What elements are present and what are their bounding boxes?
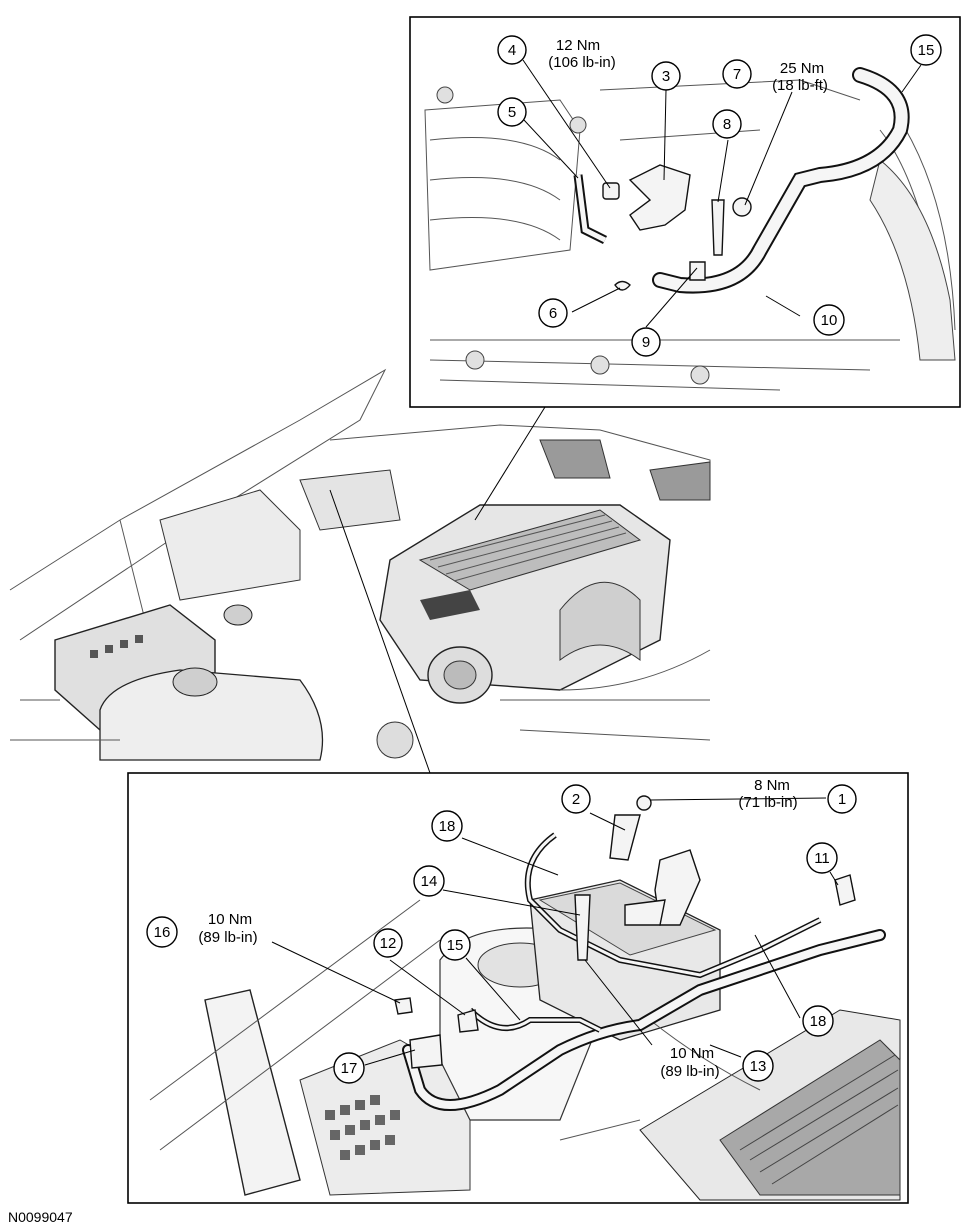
svg-text:12: 12 <box>380 935 397 952</box>
leader-lines <box>271 59 922 1066</box>
svg-text:17: 17 <box>341 1060 358 1077</box>
callout-2: 2 <box>561 784 591 814</box>
callout-4: 4 <box>497 35 527 65</box>
svg-text:16: 16 <box>154 924 171 941</box>
callout-10: 10 <box>813 304 845 336</box>
callout-17: 17 <box>333 1052 365 1084</box>
svg-text:15: 15 <box>447 937 464 954</box>
figure-id: N0099047 <box>8 1209 73 1225</box>
torque-7-metric: 25 Nm <box>780 60 824 77</box>
svg-text:7: 7 <box>733 66 741 83</box>
callout-3: 3 <box>651 61 681 91</box>
svg-text:4: 4 <box>508 42 516 59</box>
svg-text:8: 8 <box>723 116 731 133</box>
bottom-inset <box>127 772 909 1204</box>
torque-4-imperial: (106 lb-in) <box>548 54 616 71</box>
callout-5: 5 <box>497 97 527 127</box>
torque-7-imperial: (18 lb-ft) <box>772 77 828 94</box>
callout-6: 6 <box>538 298 568 328</box>
torque-13-imperial: (89 lb-in) <box>660 1063 719 1080</box>
svg-text:3: 3 <box>662 68 670 85</box>
svg-text:13: 13 <box>750 1058 767 1075</box>
svg-text:1: 1 <box>838 791 846 808</box>
torque-4-metric: 12 Nm <box>556 37 600 54</box>
callout-15-top: 15 <box>910 34 942 66</box>
callout-1: 1 <box>827 784 857 814</box>
callout-14: 14 <box>413 865 445 897</box>
callout-13: 13 <box>742 1050 774 1082</box>
torque-16-imperial: (89 lb-in) <box>198 929 257 946</box>
svg-text:14: 14 <box>421 873 438 890</box>
callout-11: 11 <box>806 842 838 874</box>
top-inset <box>409 16 961 408</box>
callout-7: 7 <box>722 59 752 89</box>
svg-text:9: 9 <box>642 334 650 351</box>
engine-bay-illustration <box>9 368 711 761</box>
torque-16-metric: 10 Nm <box>208 911 252 928</box>
top-inset-pointer <box>474 406 546 521</box>
svg-text:10: 10 <box>821 312 838 329</box>
callout-9: 9 <box>631 327 661 357</box>
callout-18-lower: 18 <box>802 1005 834 1037</box>
svg-text:2: 2 <box>572 791 580 808</box>
svg-text:18: 18 <box>439 818 456 835</box>
callout-8: 8 <box>712 109 742 139</box>
svg-text:6: 6 <box>549 305 557 322</box>
svg-text:18: 18 <box>810 1013 827 1030</box>
callout-16: 16 <box>146 916 178 948</box>
callout-12: 12 <box>373 928 403 958</box>
torque-1-metric: 8 Nm <box>754 777 790 794</box>
callout-18-upper: 18 <box>431 810 463 842</box>
svg-text:5: 5 <box>508 104 516 121</box>
svg-text:11: 11 <box>814 850 830 867</box>
bottom-inset-pointer <box>329 489 431 774</box>
torque-13-metric: 10 Nm <box>670 1045 714 1062</box>
callout-15-bottom: 15 <box>439 929 471 961</box>
torque-1-imperial: (71 lb-in) <box>738 794 797 811</box>
svg-text:15: 15 <box>918 42 935 59</box>
